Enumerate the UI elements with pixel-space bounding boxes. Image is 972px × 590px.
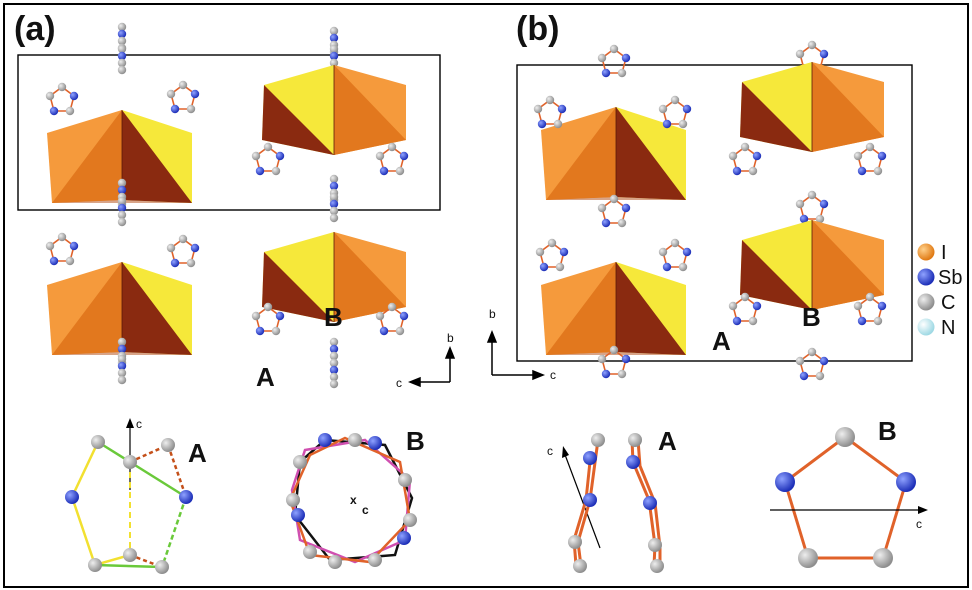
axes-indicator-a <box>407 345 456 388</box>
axis-label-b-b: b <box>489 307 496 321</box>
detail-label-A-a: A <box>188 438 207 468</box>
ring-detail-a-B <box>286 433 417 569</box>
ring-detail-b-B <box>770 427 928 568</box>
detail-label-A-b: A <box>658 426 677 456</box>
legend-item-I: I <box>917 242 947 264</box>
anion-a-4 <box>540 261 687 356</box>
legend-item-N: N <box>917 317 955 339</box>
detail-c-center-a: c <box>362 503 369 517</box>
detail-axis-c-b-B: c <box>916 517 922 531</box>
ring-detail-a-A <box>65 418 193 574</box>
unit-cell-b <box>516 64 913 362</box>
detail-x-a: x <box>350 493 357 507</box>
detail-label-B-b: B <box>878 416 897 446</box>
detail-axis-c-a: c <box>136 417 142 431</box>
panel-b-label: (b) <box>516 10 559 48</box>
anion-b-3 <box>739 61 885 153</box>
axes-indicator-b <box>486 329 546 381</box>
legend-item-C: C <box>917 292 955 314</box>
site-label-b-a: B <box>324 302 343 332</box>
svg-text:N: N <box>941 317 955 339</box>
panel-b: (b) A B b c I S <box>486 10 962 573</box>
detail-axis-c-b-A: c <box>547 444 553 458</box>
svg-text:C: C <box>941 292 955 314</box>
axis-label-c-b: c <box>550 368 556 382</box>
anion-b-4 <box>739 219 885 311</box>
svg-text:Sb: Sb <box>938 267 962 289</box>
ring-detail-b-A <box>562 433 664 573</box>
site-label-b-b: B <box>802 302 821 332</box>
panel-a: (a) B A b c <box>14 10 456 574</box>
site-label-a-b: A <box>712 326 731 356</box>
legend: I Sb C N <box>917 242 962 339</box>
axis-label-c-a: c <box>396 376 402 390</box>
legend-item-Sb: Sb <box>917 267 962 289</box>
detail-label-B-a: B <box>406 426 425 456</box>
panel-a-label: (a) <box>14 10 56 48</box>
anion-b-1 <box>261 64 407 156</box>
svg-text:I: I <box>941 242 947 264</box>
site-label-a-a: A <box>256 362 275 392</box>
axis-label-b-a: b <box>447 331 454 345</box>
unit-cell-a <box>17 54 441 211</box>
cation-stack-top-a <box>117 22 339 75</box>
figure-frame <box>3 3 969 588</box>
